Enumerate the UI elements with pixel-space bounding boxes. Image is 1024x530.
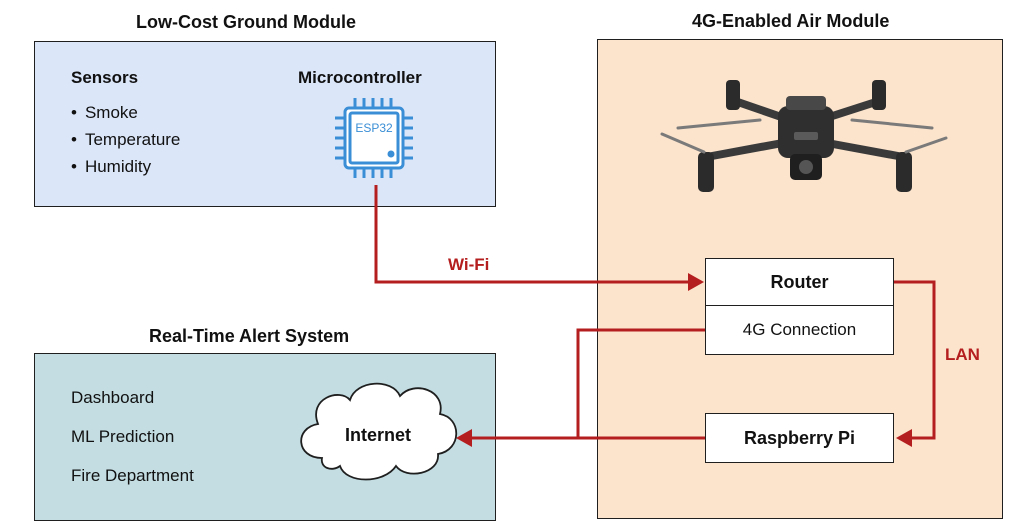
drone-icon — [660, 80, 948, 192]
wifi-arrowhead — [688, 273, 704, 291]
sensors-heading: Sensors — [71, 68, 139, 87]
wifi-link — [374, 185, 704, 291]
router-box: Router — [705, 258, 894, 306]
internet-arrowhead — [456, 429, 472, 447]
ground-module-title: Low-Cost Ground Module — [136, 12, 356, 32]
sensor-item-humidity: Humidity — [71, 153, 180, 180]
4g-link — [576, 328, 705, 438]
pi-to-internet-link — [456, 429, 705, 447]
ground-module-panel: Sensors Smoke Temperature Humidity Micro… — [34, 41, 496, 207]
esp32-chip-icon: ESP32 — [335, 98, 413, 178]
internet-cloud-icon: Internet — [300, 382, 458, 481]
alert-item-ml-prediction: ML Prediction — [71, 427, 175, 446]
sensor-item-temperature: Temperature — [71, 126, 180, 153]
lan-arrowhead — [896, 429, 912, 447]
chip-label: ESP32 — [355, 121, 393, 135]
alert-system-title: Real-Time Alert System — [149, 326, 350, 346]
sensor-list: Smoke Temperature Humidity — [71, 99, 180, 180]
alert-item-dashboard: Dashboard — [71, 388, 155, 407]
lan-link — [894, 280, 936, 447]
raspberry-pi-box: Raspberry Pi — [705, 413, 894, 463]
wifi-label: Wi-Fi — [448, 255, 490, 274]
microcontroller-heading: Microcontroller — [298, 68, 422, 87]
lan-label: LAN — [945, 345, 980, 364]
sensor-item-smoke: Smoke — [71, 99, 180, 126]
alert-item-list: Dashboard ML Prediction Fire Department — [71, 386, 194, 503]
air-module-title: 4G-Enabled Air Module — [692, 11, 890, 31]
cloud-label: Internet — [345, 425, 411, 445]
4g-connection-box: 4G Connection — [705, 305, 894, 355]
alert-item-fire-department: Fire Department — [71, 466, 194, 485]
